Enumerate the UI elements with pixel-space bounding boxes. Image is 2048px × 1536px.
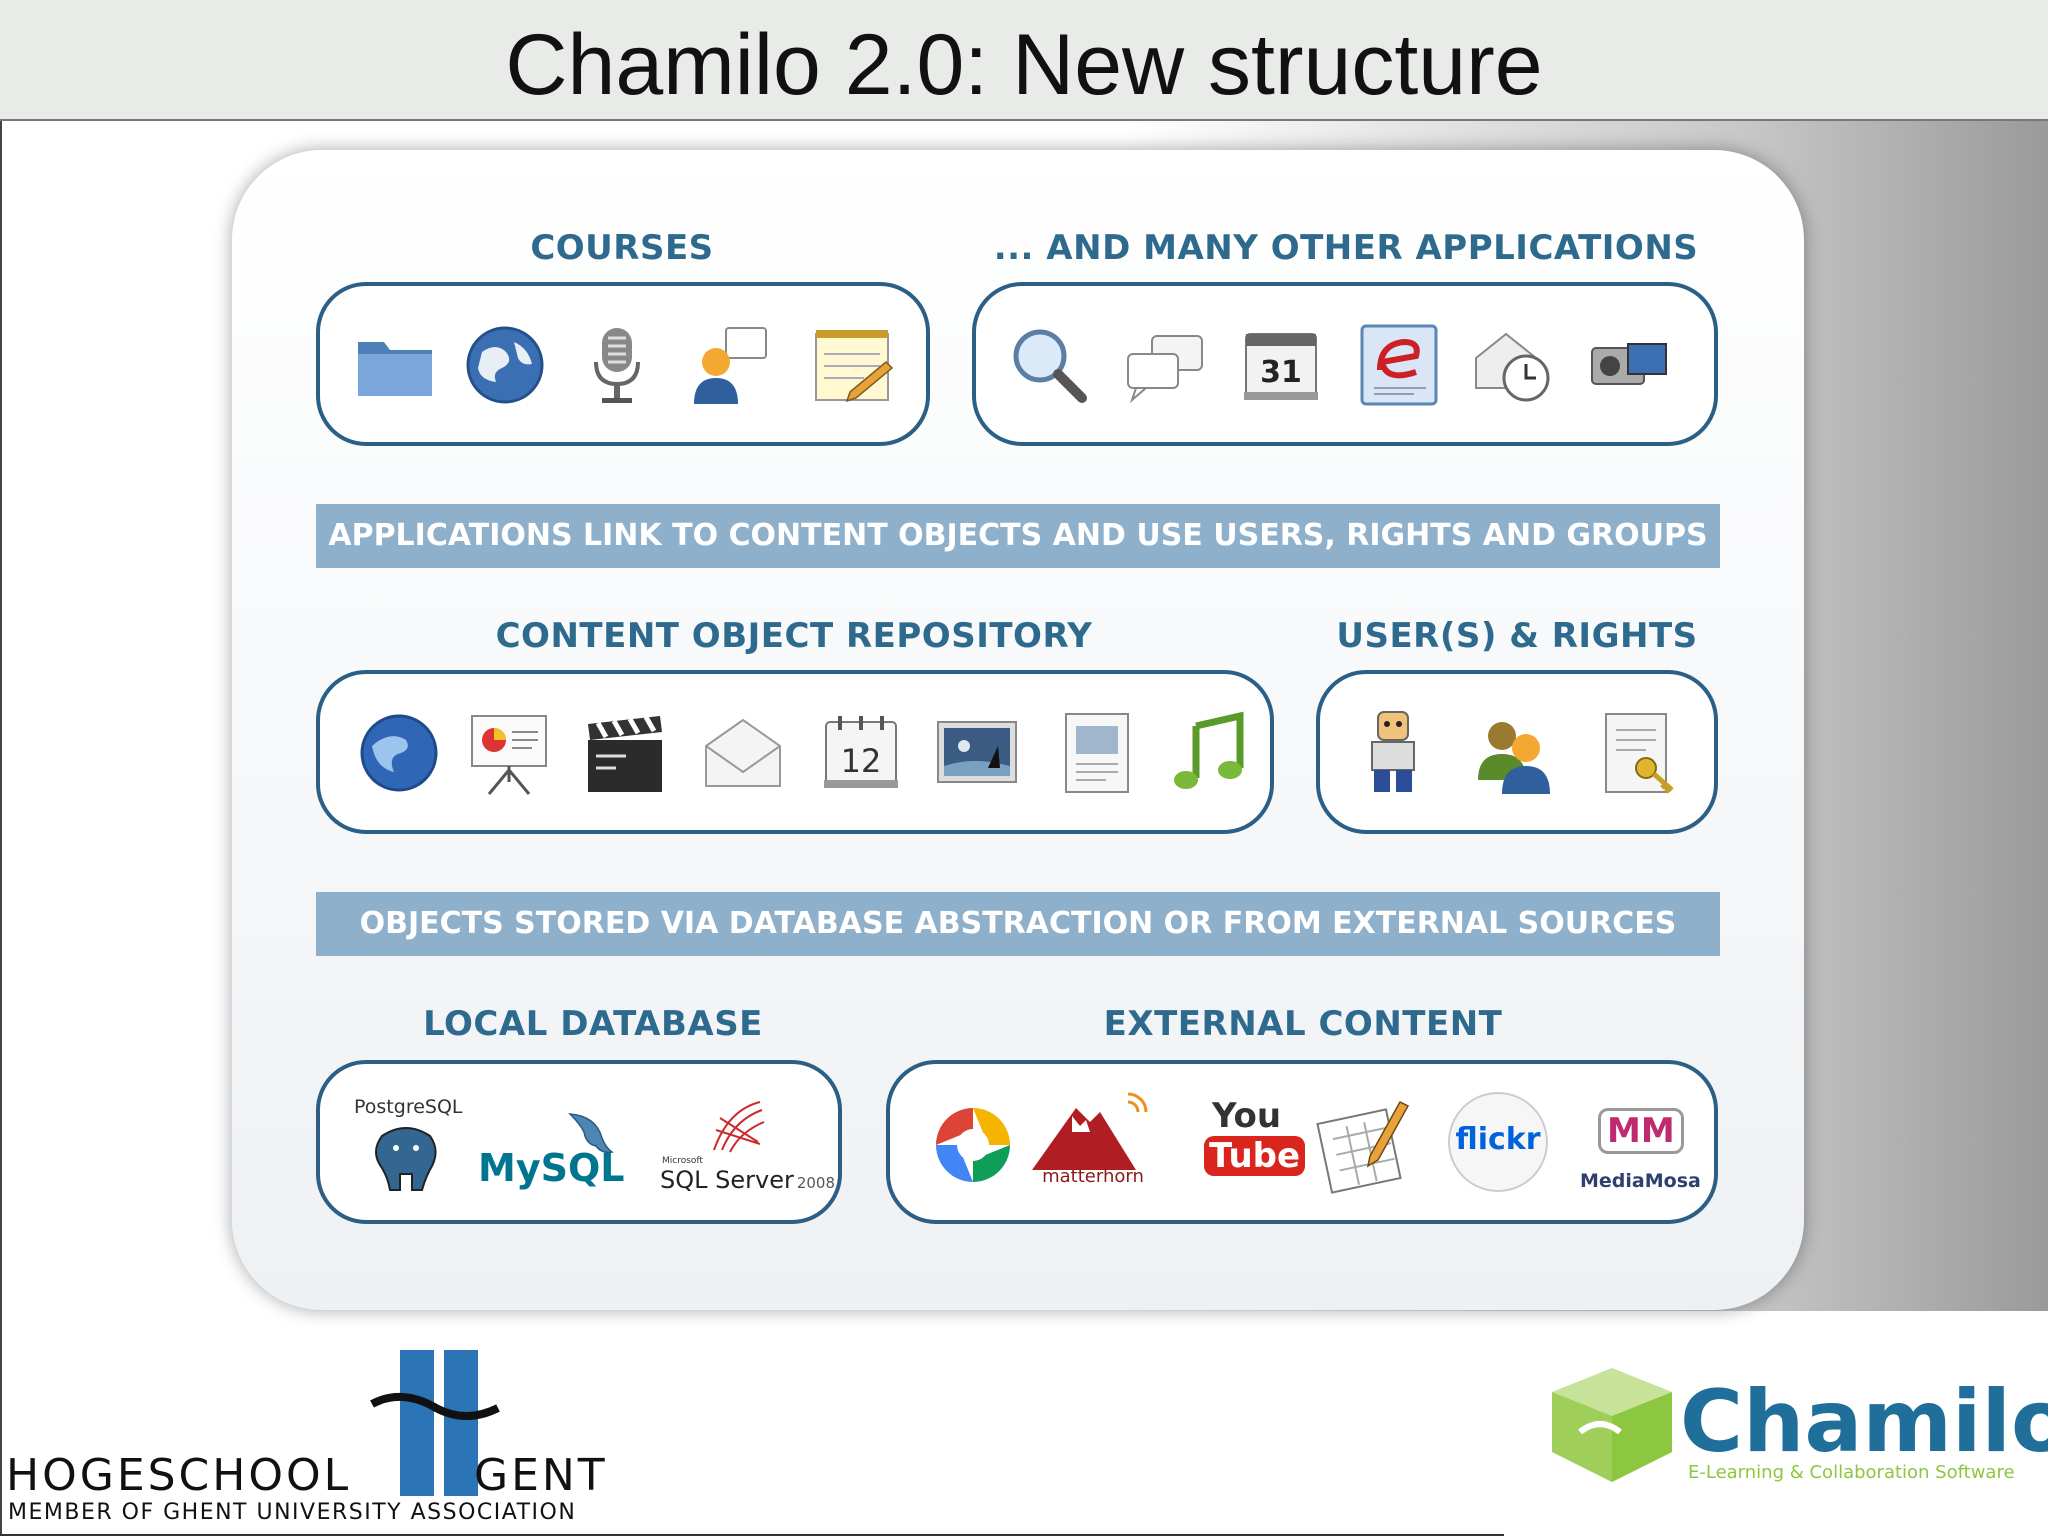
video-camera-icon xyxy=(1591,343,1667,385)
folder-icon xyxy=(358,342,432,396)
slide-title: Chamilo 2.0: New structure xyxy=(505,17,1543,113)
section-title-external: EXTERNAL CONTENT xyxy=(1103,1004,1503,1044)
mail-clock-icon xyxy=(1475,332,1550,402)
sql-server-icon xyxy=(713,1101,765,1153)
title-bar: Chamilo 2.0: New structure xyxy=(0,0,2048,121)
microphone-icon xyxy=(594,328,640,403)
chamilo-cube-icon xyxy=(1552,1368,1672,1482)
calendar-31-label: 31 xyxy=(1260,355,1302,390)
mediamosa-mark: MM xyxy=(1598,1108,1684,1154)
repository-box: 12 xyxy=(316,670,1274,834)
postgresql-elephant-icon xyxy=(375,1127,437,1191)
presentation-icon xyxy=(471,715,547,795)
matterhorn-label: matterhorn xyxy=(1042,1166,1144,1187)
microsoft-label: Microsoft xyxy=(662,1156,703,1166)
notepad-pencil-icon xyxy=(815,330,894,403)
gent-label: GENT xyxy=(474,1450,608,1501)
external-box: matterhorn You Tube flickr MM MediaMosa xyxy=(886,1060,1718,1224)
postgresql-label: PostgreSQL xyxy=(354,1096,463,1118)
chamilo-tagline: E-Learning & Collaboration Software xyxy=(1688,1462,2015,1483)
globe-icon xyxy=(466,326,544,404)
matterhorn-icon xyxy=(1032,1092,1148,1170)
calendar-31-icon: 31 xyxy=(1244,333,1318,400)
mediamosa-label: MediaMosa xyxy=(1580,1170,1701,1192)
section-title-other-apps: ... AND MANY OTHER APPLICATIONS xyxy=(993,228,1699,268)
globe-icon xyxy=(360,714,438,792)
flickr-badge: flickr xyxy=(1448,1092,1548,1192)
robot-user-icon xyxy=(1371,711,1415,792)
clapperboard-icon xyxy=(588,715,662,792)
sql-server-year: 2008 xyxy=(796,1174,836,1192)
section-title-local-db: LOCAL DATABASE xyxy=(423,1004,763,1044)
chat-bubbles-icon xyxy=(1127,335,1203,404)
footer-bottom-line xyxy=(0,1534,1504,1536)
mysql-label: MySQL xyxy=(478,1146,625,1190)
section-title-repository: CONTENT OBJECT REPOSITORY xyxy=(495,616,1093,656)
other-apps-box: 31 xyxy=(972,282,1718,446)
band-apps-link: APPLICATIONS LINK TO CONTENT OBJECTS AND… xyxy=(316,504,1720,568)
music-note-icon xyxy=(1174,711,1244,789)
youtube-you-label: You xyxy=(1212,1096,1282,1136)
calendar-12-label: 12 xyxy=(841,742,882,780)
hogeschool-gent-logo-icon xyxy=(370,1350,500,1496)
spreadsheet-pencil-icon xyxy=(1316,1101,1410,1194)
band-objects-stored: OBJECTS STORED VIA DATABASE ABSTRACTION … xyxy=(316,892,1720,956)
sql-server-name: SQL Server xyxy=(660,1166,794,1194)
flickr-label: flickr xyxy=(1455,1122,1541,1157)
section-title-users-rights: USER(S) & RIGHTS xyxy=(1336,616,1698,656)
document-key-icon xyxy=(1605,713,1674,794)
e-document-icon xyxy=(1360,324,1438,406)
mysql-dolphin-icon xyxy=(568,1113,614,1154)
magnifier-icon xyxy=(1013,329,1087,403)
chamilo-label: Chamilo xyxy=(1680,1372,2048,1472)
document-image-icon xyxy=(1065,713,1129,793)
envelope-icon xyxy=(705,718,781,787)
user-chat-icon xyxy=(694,327,767,404)
hogeschool-label: HOGESCHOOL xyxy=(6,1450,352,1501)
calendar-12-icon: 12 xyxy=(824,716,898,788)
youtube-tube-label: Tube xyxy=(1204,1136,1306,1176)
courses-box xyxy=(316,282,930,446)
section-title-courses: COURSES xyxy=(530,228,714,268)
users-rights-box xyxy=(1316,670,1718,834)
picasa-icon xyxy=(936,1108,1010,1182)
user-group-icon xyxy=(1478,722,1550,794)
slide-left-border xyxy=(0,121,2,1536)
hogeschool-sublabel: MEMBER OF GHENT UNIVERSITY ASSOCIATION xyxy=(8,1500,577,1525)
picture-icon xyxy=(937,721,1017,783)
